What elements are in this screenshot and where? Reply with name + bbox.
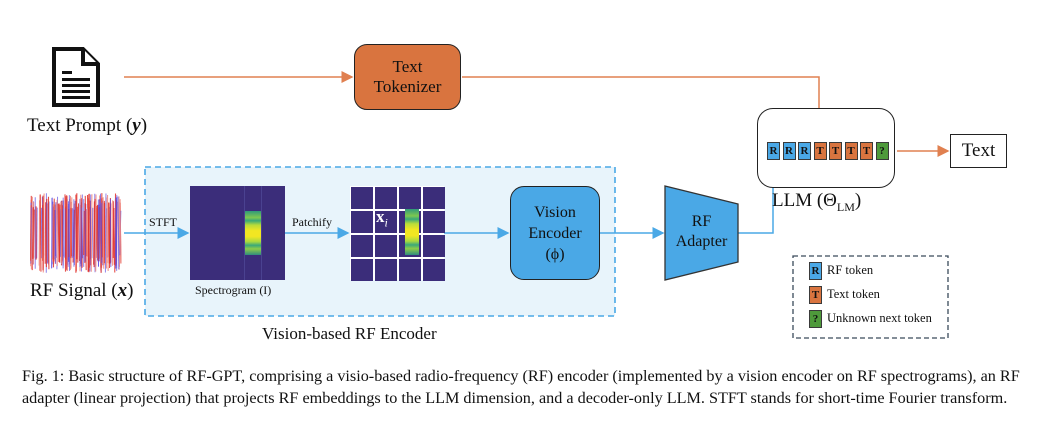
spectrogram-label: Spectrogram (I) [195, 283, 272, 297]
text-tokenizer-box: Text Tokenizer [354, 44, 461, 110]
vision-encoder-box: Vision Encoder (ϕ) [510, 186, 600, 280]
waveform-stroke [73, 200, 76, 266]
spectrogram-signal-band [245, 211, 261, 255]
legend-box [792, 255, 949, 339]
waveform-stroke [89, 194, 92, 272]
vision-encoder-line3: (ϕ) [545, 245, 565, 263]
waveform-stroke [76, 206, 79, 260]
waveform-stroke [104, 193, 107, 273]
token-unknown: ? [875, 142, 889, 160]
legend-label-text: Text token [827, 287, 880, 301]
text-tokenizer-line2: Tokenizer [373, 77, 442, 96]
waveform-stroke [115, 197, 117, 269]
waveform-stroke [90, 194, 93, 272]
patch-cell [399, 187, 421, 209]
patch-cell [423, 211, 445, 233]
patch-cell [375, 211, 397, 233]
waveform-stroke [39, 194, 42, 272]
token-text: T [860, 142, 873, 160]
legend-token-rf: R [809, 262, 822, 280]
patchify-label: Patchify [292, 215, 332, 229]
waveform-stroke [84, 195, 87, 271]
rf-signal-waveform [30, 193, 122, 273]
output-text-box: Text [950, 134, 1007, 168]
waveform-stroke [67, 201, 69, 265]
patch-cell [351, 235, 373, 257]
patch-grid [350, 186, 445, 281]
patch-cell [351, 187, 373, 209]
patch-signal-band [405, 209, 419, 255]
legend-label-rf: RF token [827, 263, 874, 277]
text-tokenizer-line1: Text [392, 57, 423, 76]
encoder-group-label: Vision-based RF Encoder [262, 324, 437, 343]
waveform-stroke [87, 194, 90, 272]
patch-cell [351, 259, 373, 281]
patch-cell [399, 259, 421, 281]
rf-adapter-shape [664, 185, 739, 281]
patch-cell [423, 259, 445, 281]
vision-encoder-line2: Encoder [528, 224, 582, 242]
legend-label-unknown: Unknown next token [827, 311, 932, 325]
waveform-stroke [93, 198, 96, 268]
token-rf: R [798, 142, 811, 160]
patch-cell [423, 235, 445, 257]
llm-label: LLM (ΘLM) [772, 190, 862, 214]
patch-cell [375, 259, 397, 281]
waveform-stroke [54, 209, 56, 257]
waveform-stroke [30, 196, 33, 270]
token-text: T [813, 142, 827, 160]
waveform-stroke [75, 193, 78, 273]
waveform-stroke [117, 196, 120, 270]
text-prompt-label: Text Prompt (y) [27, 115, 148, 136]
waveform-stroke [108, 202, 110, 264]
waveform-stroke [58, 203, 61, 263]
waveform-stroke [60, 201, 63, 265]
waveform-stroke [119, 202, 122, 264]
waveform-stroke [106, 194, 109, 272]
waveform-stroke [52, 198, 55, 268]
waveform-stroke [100, 202, 103, 264]
vision-encoder-line1: Vision [534, 203, 576, 221]
token-text: T [829, 142, 842, 160]
patch-cell [375, 187, 397, 209]
stft-label: STFT [149, 215, 178, 229]
token-text: T [844, 142, 858, 160]
document-icon [52, 47, 100, 107]
rf-adapter-label: RF Adapter [665, 212, 738, 252]
waveform-stroke [81, 207, 84, 259]
rf-adapter-line1: RF [691, 213, 712, 230]
token-rf: R [767, 142, 780, 160]
patch-xi-label: xi [376, 207, 388, 230]
rf-adapter-line2: Adapter [675, 233, 728, 250]
spectrogram-image [190, 186, 285, 280]
spectrogram-line [261, 186, 262, 280]
waveform-stroke [83, 210, 85, 256]
adapter-to-llm-arrow [738, 166, 779, 234]
patch-cell [423, 187, 445, 209]
waveform-stroke [97, 204, 100, 262]
waveform-stroke [57, 204, 60, 262]
output-text-label: Text [961, 140, 996, 161]
token-rf: R [782, 142, 796, 160]
waveform-stroke [77, 203, 80, 263]
spectrogram-line [244, 186, 245, 280]
figure-caption: Fig. 1: Basic structure of RF-GPT, compr… [22, 367, 1020, 407]
patch-cell [351, 211, 373, 233]
legend-token-text: T [809, 286, 822, 304]
rf-signal-label: RF Signal (x) [30, 280, 134, 301]
waveform-stroke [112, 207, 115, 259]
legend-token-unknown: ? [809, 310, 822, 328]
waveform-stroke [102, 197, 105, 269]
waveform-stroke [114, 193, 117, 273]
patch-cell [375, 235, 397, 257]
waveform-stroke [91, 207, 94, 259]
